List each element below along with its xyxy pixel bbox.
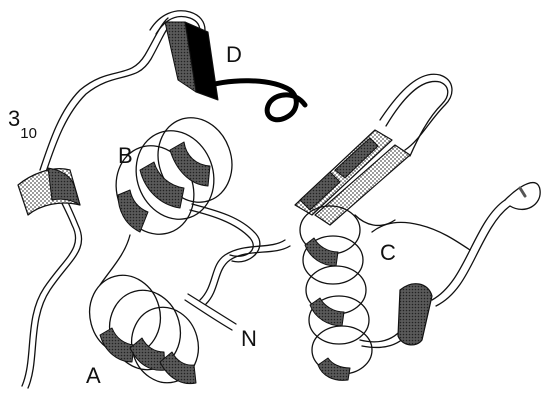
helix-310-label: 310 bbox=[8, 108, 37, 130]
helix-b bbox=[104, 107, 244, 245]
terminus-n-label: N bbox=[241, 328, 257, 350]
helix-310-label-subscript: 10 bbox=[20, 125, 37, 142]
helix-right-short bbox=[398, 284, 432, 345]
helix-c bbox=[300, 206, 372, 380]
helix-c-label: C bbox=[380, 242, 396, 264]
helix-b-label: B bbox=[118, 145, 133, 167]
helix-310-label-main: 3 bbox=[8, 106, 20, 131]
helix-a-label: A bbox=[86, 365, 101, 387]
strand-d-label: D bbox=[226, 44, 242, 66]
coil-top-left bbox=[40, 18, 168, 170]
